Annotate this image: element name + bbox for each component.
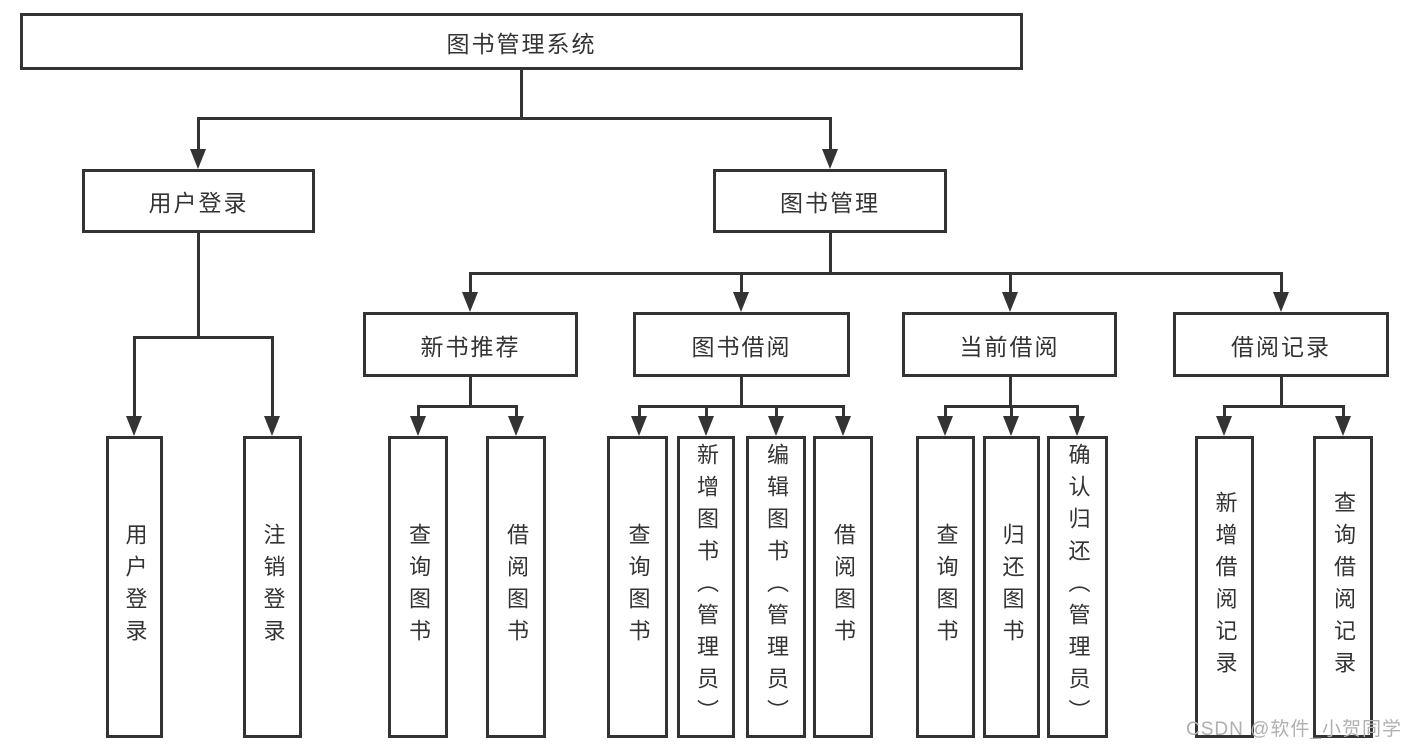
connector-user-login-trunk xyxy=(197,233,200,339)
node-borrow-record-label: 借阅记录 xyxy=(1231,333,1331,360)
connector-stem-nb-query xyxy=(417,405,420,420)
node-root-label: 图书管理系统 xyxy=(446,30,597,57)
node-new-book-rec-label: 新书推荐 xyxy=(420,333,521,360)
node-leaf-br-add: 新增借阅记录 xyxy=(1195,436,1254,738)
arrowhead-nb-query xyxy=(410,416,426,436)
connector-stem-user-login xyxy=(197,117,200,153)
node-leaf-cb-return: 归还图书 xyxy=(983,436,1040,738)
node-new-book-rec: 新书推荐 xyxy=(363,312,578,377)
node-root: 图书管理系统 xyxy=(20,13,1023,70)
connector-root-trunk xyxy=(520,70,523,117)
arrowhead-borrow-record xyxy=(1273,292,1289,312)
arrowhead-nb-borrow xyxy=(508,416,524,436)
connector-stem-leaf-logout xyxy=(271,336,274,418)
node-leaf-bb-edit-label: 编辑图书（管理员） xyxy=(764,443,789,731)
csdn-watermark: CSDN @软件_小贺同学 xyxy=(1186,719,1402,740)
connector-stem-borrow-record xyxy=(1280,272,1283,296)
arrowhead-leaf-user-login xyxy=(126,416,142,436)
arrowhead-cb-return xyxy=(1003,416,1019,436)
connector-stem-cb-return xyxy=(1010,405,1013,420)
connector-current-borrow-trunk xyxy=(1009,377,1012,407)
arrowhead-book-mgmt xyxy=(822,149,838,169)
arrowhead-leaf-logout xyxy=(264,416,280,436)
node-current-borrow-label: 当前借阅 xyxy=(959,333,1060,360)
arrowhead-bb-borrow xyxy=(835,416,851,436)
connector-stem-book-mgmt xyxy=(829,117,832,153)
node-leaf-cb-confirm: 确认归还（管理员） xyxy=(1047,436,1108,738)
arrowhead-new-book-rec xyxy=(462,292,478,312)
connector-book-mgmt-trunk xyxy=(829,233,832,274)
connector-stem-new-book-rec xyxy=(469,272,472,296)
node-book-mgmt: 图书管理 xyxy=(713,169,947,233)
node-leaf-bb-edit: 编辑图书（管理员） xyxy=(746,436,806,738)
connector-stem-book-borrow xyxy=(740,272,743,296)
connector-stem-bb-edit xyxy=(775,405,778,420)
node-leaf-br-query: 查询借阅记录 xyxy=(1313,436,1373,738)
node-leaf-bb-borrow-label: 借阅图书 xyxy=(831,523,856,651)
connector-stem-bb-query xyxy=(638,405,641,420)
node-leaf-nb-borrow-label: 借阅图书 xyxy=(504,523,529,651)
node-leaf-br-query-label: 查询借阅记录 xyxy=(1331,491,1356,683)
connector-new-book-rec-branch xyxy=(417,405,517,408)
arrowhead-cb-confirm xyxy=(1069,416,1085,436)
node-user-login: 用户登录 xyxy=(82,169,315,233)
connector-stem-nb-borrow xyxy=(515,405,518,420)
node-book-borrow-label: 图书借阅 xyxy=(691,333,792,360)
node-leaf-cb-query: 查询图书 xyxy=(916,436,975,738)
arrowhead-current-borrow xyxy=(1002,292,1018,312)
connector-stem-br-add xyxy=(1223,405,1226,420)
arrowhead-cb-query xyxy=(937,416,953,436)
node-user-login-label: 用户登录 xyxy=(148,190,249,216)
connector-stem-bb-add xyxy=(705,405,708,420)
node-leaf-logout-label: 注销登录 xyxy=(260,523,286,651)
node-leaf-cb-return-label: 归还图书 xyxy=(999,523,1025,651)
connector-stem-leaf-user-login xyxy=(133,336,136,418)
connector-book-mgmt-branch xyxy=(469,272,1282,275)
node-leaf-logout: 注销登录 xyxy=(243,436,302,738)
node-leaf-user-login: 用户登录 xyxy=(106,436,163,738)
node-leaf-br-add-label: 新增借阅记录 xyxy=(1212,491,1238,683)
arrowhead-user-login xyxy=(190,149,206,169)
node-book-mgmt-label: 图书管理 xyxy=(780,190,880,216)
node-leaf-cb-query-label: 查询图书 xyxy=(933,523,959,651)
node-leaf-nb-query-label: 查询图书 xyxy=(406,523,431,651)
node-leaf-nb-query: 查询图书 xyxy=(388,436,448,738)
connector-stem-br-query xyxy=(1342,405,1345,420)
arrowhead-book-borrow xyxy=(733,292,749,312)
node-leaf-bb-add-label: 新增图书（管理员） xyxy=(694,443,719,731)
node-current-borrow: 当前借阅 xyxy=(902,312,1117,377)
connector-root-branch xyxy=(197,117,831,120)
arrowhead-br-query xyxy=(1335,416,1351,436)
node-leaf-bb-borrow: 借阅图书 xyxy=(813,436,873,738)
connector-stem-cb-query xyxy=(944,405,947,420)
node-leaf-bb-add: 新增图书（管理员） xyxy=(677,436,735,738)
node-leaf-nb-borrow: 借阅图书 xyxy=(486,436,546,738)
node-leaf-user-login-label: 用户登录 xyxy=(122,523,148,651)
arrowhead-bb-edit xyxy=(768,416,784,436)
arrowhead-bb-query xyxy=(631,416,647,436)
arrowhead-br-add xyxy=(1216,416,1232,436)
connector-borrow-record-trunk xyxy=(1280,377,1283,407)
connector-book-borrow-branch xyxy=(638,405,844,408)
connector-stem-current-borrow xyxy=(1009,272,1012,296)
node-leaf-bb-query-label: 查询图书 xyxy=(625,523,651,651)
connector-user-login-branch xyxy=(133,336,273,339)
node-borrow-record: 借阅记录 xyxy=(1173,312,1389,377)
arrowhead-bb-add xyxy=(698,416,714,436)
connector-stem-cb-confirm xyxy=(1076,405,1079,420)
node-book-borrow: 图书借阅 xyxy=(633,312,850,377)
node-leaf-cb-confirm-label: 确认归还（管理员） xyxy=(1065,443,1091,731)
node-leaf-bb-query: 查询图书 xyxy=(607,436,668,738)
connector-new-book-rec-trunk xyxy=(469,377,472,407)
connector-book-borrow-trunk xyxy=(740,377,743,407)
connector-stem-bb-borrow xyxy=(842,405,845,420)
connector-borrow-record-branch xyxy=(1223,405,1344,408)
